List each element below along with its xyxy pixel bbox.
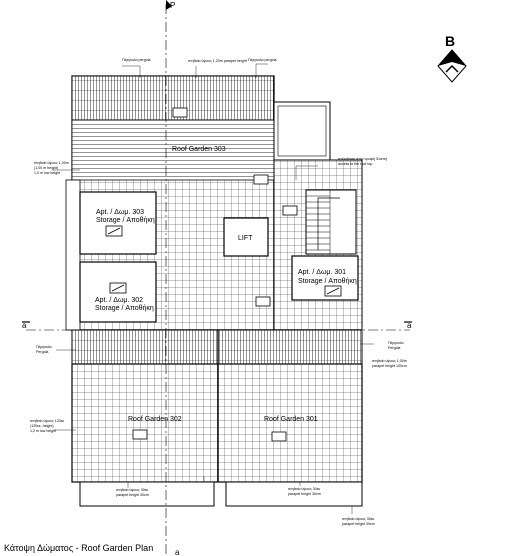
drain-symbols [132, 107, 298, 442]
roof-garden-301-label: Roof Garden 301 [264, 416, 318, 423]
section-marker-right: a [407, 321, 412, 330]
section-marker-left: a [22, 321, 27, 330]
annotation-bottom-b-2: parapet height 30cm [288, 492, 321, 496]
annotation-roof-access-b: access to the roof top [338, 162, 372, 166]
annotation-bottom-a-2: parapet height 30cm [116, 493, 149, 497]
annotation-left-lower-c: 1,2 m low height [30, 429, 56, 433]
room-sublabel-302: Storage / Αποθήκη [95, 305, 154, 312]
annotation-right-pergola-c: στηθαίο ύψους 1,00m [372, 359, 407, 363]
annotation-right-pergola-b: Pergola [388, 346, 400, 350]
section-marker-top: P [170, 1, 175, 10]
storage-302: Apt. / Δωμ. 302 Storage / Αποθήκη [79, 261, 157, 323]
section-marker-bottom: a [175, 548, 180, 556]
annotation-pergola-top-b: στηθαίο ύψους 1,20m parapet height [188, 59, 247, 63]
section-lines [26, 4, 410, 556]
annotation-bottom-c-1: στηθαίο ύψους 30εκ. [342, 517, 375, 521]
annotation-left-upper-a: στηθαίο ύψους 1,00m [34, 161, 69, 165]
annotation-left-upper-b: (1,00 m height) [34, 166, 58, 170]
lift-shaft: LIFT [223, 217, 269, 257]
leader-lines [52, 63, 374, 514]
annotation-pergola-top-a: Πέργκολα pergola [122, 58, 151, 62]
annotation-left-pergola-a: Πέργκολα [36, 345, 52, 349]
annotation-bottom-c-2: parapet height 30cm [342, 522, 375, 526]
annotation-right-pergola-a: Πέργκολα [388, 341, 404, 345]
roof-garden-303-label: Roof Garden 303 [172, 146, 226, 153]
roof-gardens [71, 329, 363, 507]
annotation-roof-access-a: πρόσβαση στην οροφή /Σκεπή [338, 157, 387, 161]
storage-303: Apt. / Δωμ. 303 Storage / Αποθήκη [79, 191, 157, 255]
annotation-left-upper-c: 1,0 m low height [34, 171, 60, 175]
staircase [305, 189, 357, 255]
north-label: B [445, 33, 455, 49]
annotation-left-lower-a: στηθαίο ύψους 120εκ [30, 419, 64, 423]
annotation-left-pergola-b: Pergola [36, 350, 48, 354]
room-sublabel-303: Storage / Αποθήκη [96, 217, 155, 224]
room-label-303: Apt. / Δωμ. 303 [96, 209, 144, 216]
room-label-301: Apt. / Δωμ. 301 [298, 269, 346, 276]
storage-301: Apt. / Δωμ. 301 Storage / Αποθήκη [291, 255, 359, 301]
annotation-bottom-b-1: στηθαίο ύψους 30εκ [288, 487, 320, 491]
annotation-bottom-a-1: στηθαίο ύψους 30εκ [116, 488, 148, 492]
north-arrow: B [437, 33, 467, 83]
annotation-pergola-top-c: Πέργκολα pergola [248, 58, 277, 62]
room-sublabel-301: Storage / Αποθήκη [298, 278, 357, 285]
room-label-302: Apt. / Δωμ. 302 [95, 297, 143, 304]
lift-label: LIFT [238, 235, 253, 242]
roof-garden-302-label: Roof Garden 302 [128, 416, 182, 423]
annotation-left-lower-b: (120εκ. height) [30, 424, 54, 428]
plan-caption: Κάτοψη Δώματος - Roof Garden Plan [4, 543, 153, 553]
annotation-right-pergola-d: parapet height 100cm [372, 364, 407, 368]
